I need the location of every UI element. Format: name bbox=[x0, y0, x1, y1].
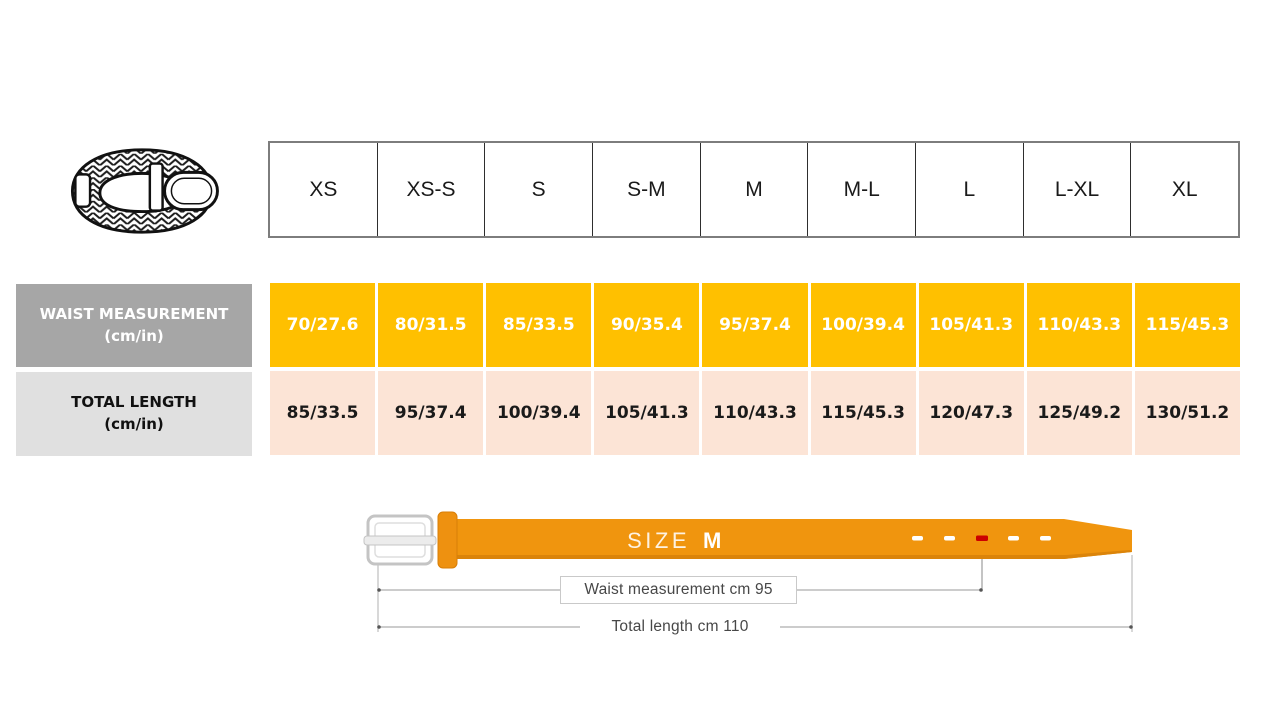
waist-value-cell: 80/31.5 bbox=[378, 283, 484, 367]
total-length-annotation: Total length cm 110 bbox=[580, 615, 780, 639]
belt-coil-buckle-left bbox=[74, 173, 92, 208]
size-header-cell: XS bbox=[309, 177, 338, 201]
total-label-title: TOTAL LENGTH bbox=[71, 393, 197, 412]
belt-coil-tip-outer bbox=[163, 170, 219, 212]
size-header-cell: S bbox=[484, 143, 592, 236]
length-value-cell: 130/51.2 bbox=[1134, 371, 1240, 455]
waist-measurement-values-row: 70/27.6 80/31.5 85/33.5 90/35.4 95/37.4 … bbox=[270, 283, 1240, 367]
length-value-cell: 120/47.3 bbox=[918, 371, 1024, 455]
waist-value-cell: 70/27.6 bbox=[270, 283, 376, 367]
waist-value-cell: 105/41.3 bbox=[918, 283, 1024, 367]
size-header-cell: M-L bbox=[807, 143, 915, 236]
size-header-row: XS XS-S S S-M M M-L L L-XL XL bbox=[268, 141, 1240, 238]
length-value-cell: 105/41.3 bbox=[594, 371, 700, 455]
length-value-cell: 95/37.4 bbox=[378, 371, 484, 455]
waist-value-cell: 85/33.5 bbox=[486, 283, 592, 367]
waist-value-cell: 110/43.3 bbox=[1026, 283, 1132, 367]
belt-hole bbox=[944, 536, 955, 541]
belt-buckle-prong bbox=[363, 535, 437, 546]
size-header-cell: L bbox=[915, 143, 1023, 236]
belt-strap-shadow-edge bbox=[450, 550, 1132, 559]
waist-value-cell: 100/39.4 bbox=[810, 283, 916, 367]
waist-measurement-annotation: Waist measurement cm 95 bbox=[560, 576, 797, 604]
total-label-unit: (cm/in) bbox=[104, 415, 164, 433]
size-header-cell: XS-S bbox=[376, 143, 485, 236]
waist-value-cell: 115/45.3 bbox=[1134, 283, 1240, 367]
size-header-cell: S-M bbox=[592, 143, 700, 236]
length-value-cell: 125/49.2 bbox=[1026, 371, 1132, 455]
length-value-cell: 85/33.5 bbox=[270, 371, 376, 455]
belt-hole bbox=[1040, 536, 1051, 541]
belt-keeper bbox=[437, 511, 458, 569]
dimension-end-dot bbox=[377, 588, 381, 592]
waist-value-cell: 90/35.4 bbox=[594, 283, 700, 367]
braided-belt-icon bbox=[70, 148, 219, 234]
size-word-label: SIZE bbox=[627, 528, 690, 553]
length-value-cell: 115/45.3 bbox=[810, 371, 916, 455]
belt-strap bbox=[450, 519, 1132, 559]
belt-hole bbox=[1008, 536, 1019, 541]
total-length-row-label: TOTAL LENGTH (cm/in) bbox=[16, 372, 252, 456]
dimension-end-dot bbox=[1129, 625, 1133, 629]
belt-coil-keeper bbox=[148, 162, 164, 212]
waist-label-title: WAIST MEASUREMENT bbox=[39, 304, 229, 323]
dimension-end-dot bbox=[979, 588, 983, 592]
waist-measurement-row-label: WAIST MEASUREMENT (cm/in) bbox=[16, 284, 252, 367]
size-header-cell: XL bbox=[1130, 143, 1238, 236]
dimension-end-dot bbox=[377, 625, 381, 629]
size-header-cell: M bbox=[699, 143, 808, 236]
size-value-label: M bbox=[703, 528, 721, 553]
belt-coil-tip-inner bbox=[170, 177, 213, 205]
belt-hole-selected bbox=[976, 535, 988, 541]
length-value-cell: 110/43.3 bbox=[702, 371, 808, 455]
belt-hole bbox=[912, 536, 923, 541]
length-value-cell: 100/39.4 bbox=[486, 371, 592, 455]
size-header-cell: L-XL bbox=[1022, 143, 1131, 236]
waist-label-unit: (cm/in) bbox=[104, 326, 164, 345]
total-length-values-row: 85/33.5 95/37.4 100/39.4 105/41.3 110/43… bbox=[270, 371, 1240, 455]
waist-value-cell: 95/37.4 bbox=[702, 283, 808, 367]
